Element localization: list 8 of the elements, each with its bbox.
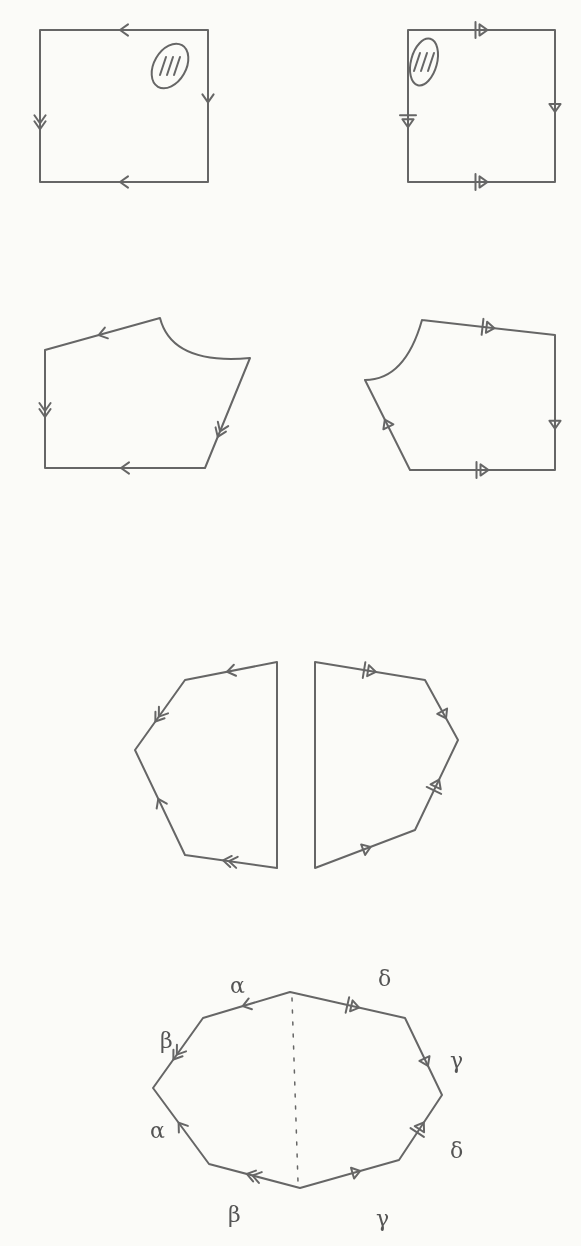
side-letter: δ <box>450 1140 464 1162</box>
side-letter: α <box>230 975 245 997</box>
side-letter: δ <box>378 968 392 990</box>
side-letter: γ <box>376 1208 390 1230</box>
side-letter: β <box>228 1204 241 1226</box>
side-letter: γ <box>450 1050 464 1072</box>
side-letter: α <box>150 1120 165 1142</box>
side-letter: β <box>160 1030 173 1052</box>
